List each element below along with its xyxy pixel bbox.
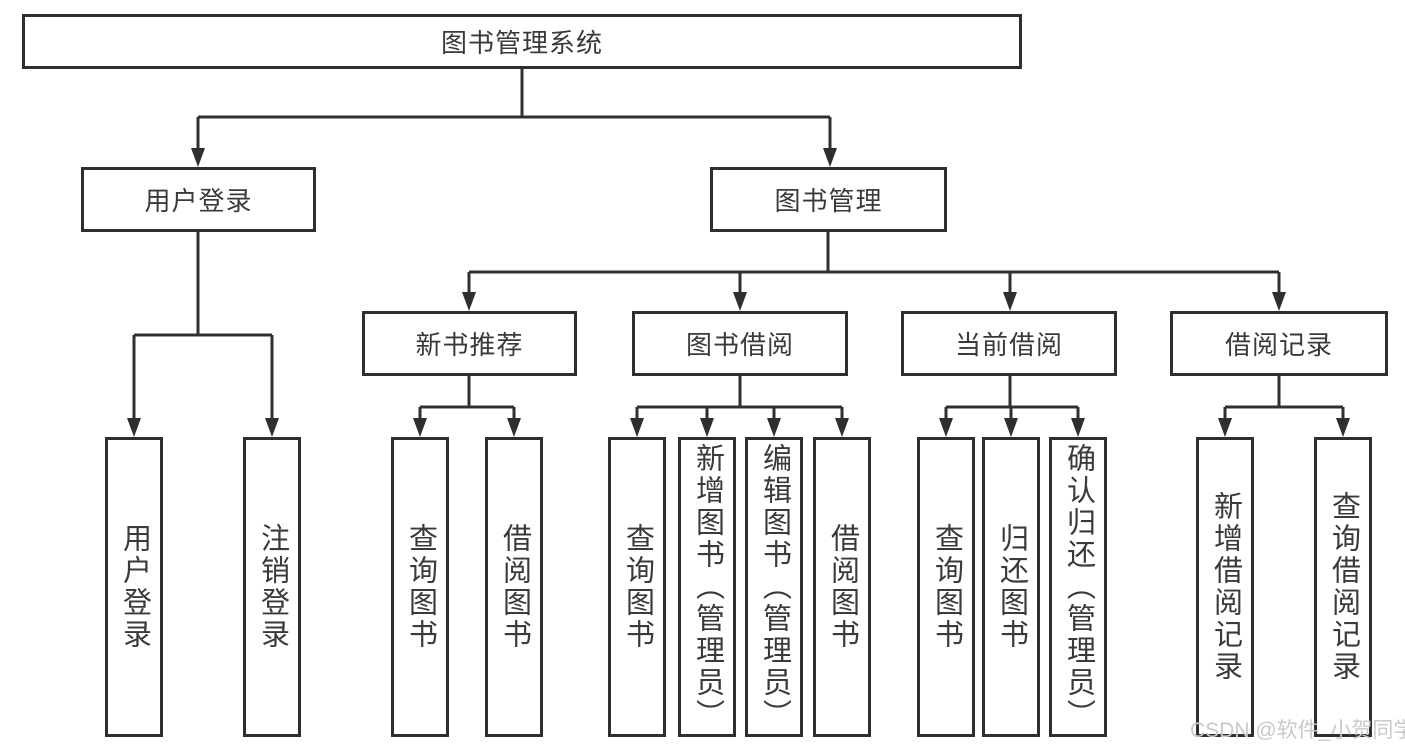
leaf-records-add-record: 新增借阅记录 bbox=[1196, 437, 1254, 737]
watermark: CSDN @软件_小贺同学 bbox=[1190, 719, 1405, 742]
node-new-book-recommendation: 新书推荐 bbox=[362, 311, 577, 376]
node-book-borrowing: 图书借阅 bbox=[632, 311, 848, 376]
leaf-user-login: 用户登录 bbox=[105, 437, 163, 737]
leaf-recommend-query-books: 查询图书 bbox=[391, 437, 449, 737]
arrowheads bbox=[127, 148, 1350, 437]
leaf-borrowing-query-books: 查询图书 bbox=[608, 437, 666, 737]
leaf-recommend-borrow-books: 借阅图书 bbox=[485, 437, 543, 737]
node-current-borrowing: 当前借阅 bbox=[901, 311, 1117, 376]
node-borrowing-records: 借阅记录 bbox=[1170, 311, 1388, 376]
leaf-records-query-record: 查询借阅记录 bbox=[1314, 437, 1372, 737]
node-library-management-system: 图书管理系统 bbox=[22, 14, 1022, 69]
node-user-login: 用户登录 bbox=[81, 167, 316, 232]
leaf-current-confirm-return-admin: 确认归还（管理员） bbox=[1049, 437, 1107, 737]
leaf-borrowing-edit-books-admin: 编辑图书（管理员） bbox=[745, 437, 803, 737]
leaf-borrowing-add-books-admin: 新增图书（管理员） bbox=[678, 437, 736, 737]
leaf-current-return-books: 归还图书 bbox=[982, 437, 1040, 737]
leaf-current-query-books: 查询图书 bbox=[917, 437, 975, 737]
leaf-logout: 注销登录 bbox=[243, 437, 301, 737]
leaf-borrowing-borrow-books: 借阅图书 bbox=[813, 437, 871, 737]
node-book-management: 图书管理 bbox=[710, 167, 947, 232]
